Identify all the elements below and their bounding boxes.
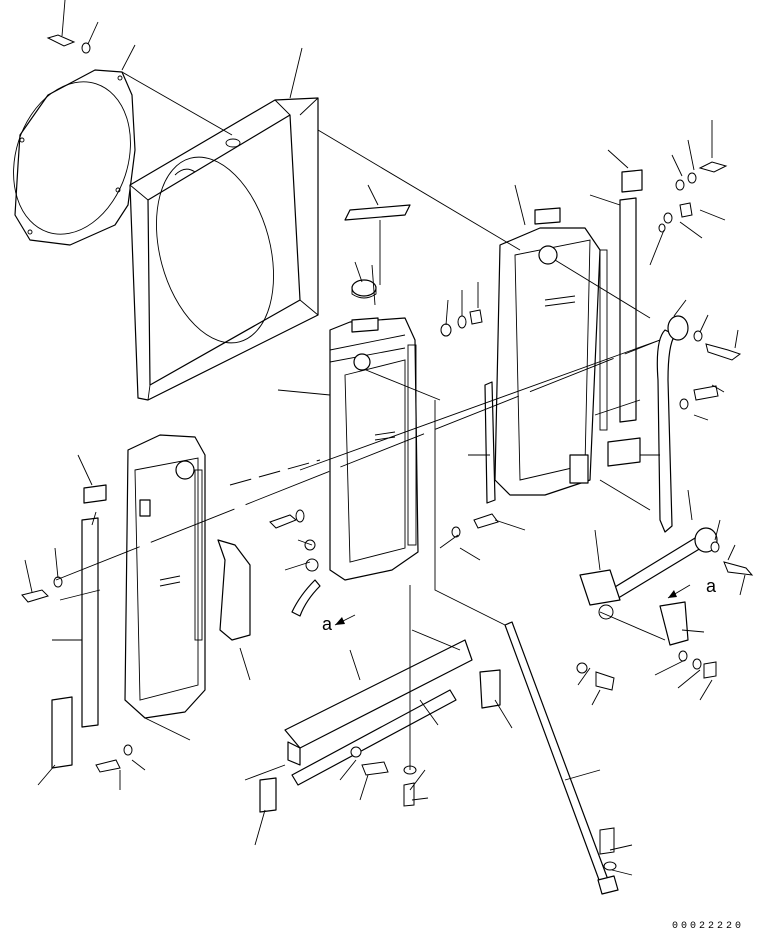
- foam-block-left: [51, 484, 107, 769]
- arrow-label-a-right: a: [706, 576, 717, 596]
- fan-shroud-gasket: [13, 69, 136, 246]
- seal-strip: [344, 204, 411, 221]
- assembly-lines: [55, 71, 666, 781]
- arrow-a-left: [334, 614, 356, 626]
- foam-block-right: [607, 169, 643, 467]
- bolts-and-washers: [21, 34, 754, 871]
- stay-rod: [504, 621, 619, 895]
- arrow-a-right: [667, 584, 691, 599]
- lower-support-frame: [259, 639, 501, 813]
- dashed-center-line: [229, 459, 321, 486]
- side-plate: [484, 381, 496, 504]
- drain-hose: [291, 539, 321, 617]
- drawing-number: 00022220: [672, 921, 744, 932]
- mounting-bracket: [217, 539, 251, 641]
- cooler-pipe: [579, 315, 718, 646]
- leader-lines: [24, 0, 746, 876]
- radiator: [329, 317, 419, 581]
- fan-shroud: [129, 97, 319, 401]
- arrow-label-a-left: a: [322, 614, 333, 634]
- radiator-cap: [351, 279, 377, 299]
- left-cooler: [124, 434, 206, 719]
- oil-cooler: [494, 207, 608, 496]
